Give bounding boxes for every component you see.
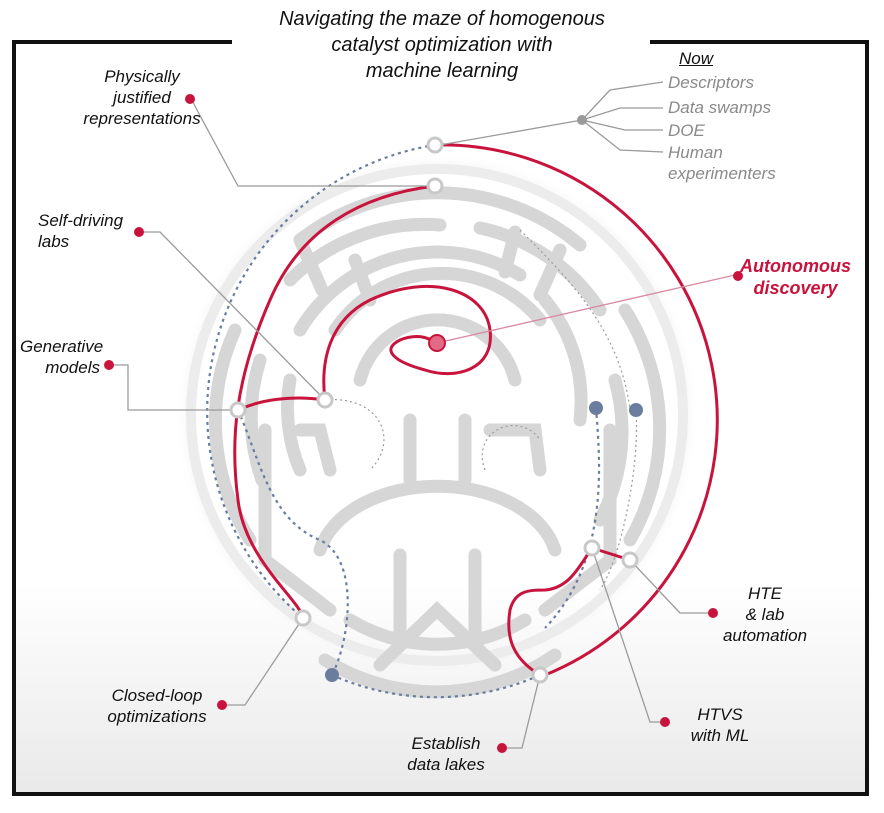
now-heading: Now	[679, 49, 714, 68]
label-line: representations	[83, 109, 201, 128]
dead-end-node-3	[325, 668, 339, 682]
bullet-closed-loop	[217, 700, 227, 710]
label-line: optimizations	[107, 707, 207, 726]
label-line: Generative	[20, 337, 104, 356]
label-line: Closed-loop	[111, 686, 203, 705]
dead-end-nodes	[325, 115, 643, 682]
bullet-generative	[104, 360, 114, 370]
label-generative-models: Generative models	[20, 336, 104, 378]
label-bullets	[104, 94, 743, 753]
label-line: automation	[722, 626, 808, 645]
diagram-title: Navigating the maze of homogenous cataly…	[232, 6, 652, 84]
bullet-goal	[733, 271, 743, 281]
dotted-paths	[206, 143, 601, 699]
maze	[155, 133, 719, 699]
title-line-3: machine learning	[365, 60, 519, 82]
label-physically-justified: Physically justified representations	[82, 66, 202, 129]
title-line-2: catalyst optimization with	[331, 34, 553, 56]
bullet-self-driving	[134, 227, 144, 237]
node-representations	[426, 177, 444, 195]
goal-label: Autonomous discovery	[740, 255, 851, 299]
now-item-data-swamps: Data swamps	[668, 98, 771, 117]
node-hte	[621, 551, 639, 569]
label-closed-loop: Closed-loop optimizations	[96, 685, 218, 727]
label-line: models	[45, 358, 100, 377]
goal-line-2: discovery	[753, 278, 838, 298]
node-closed-loop	[294, 609, 312, 627]
frame	[12, 40, 869, 796]
label-line: justified	[113, 88, 171, 107]
label-line: Establish	[411, 734, 481, 753]
goal-node	[428, 334, 446, 352]
now-item-descriptors: Descriptors	[668, 73, 754, 92]
bullet-htvs	[660, 717, 670, 727]
dead-end-node-1	[589, 401, 603, 415]
label-htvs: HTVS with ML	[680, 704, 760, 746]
goal-line-1: Autonomous	[740, 256, 851, 276]
label-line: HTVS	[697, 705, 743, 724]
goal-leader-line	[436, 274, 736, 344]
node-htvs	[583, 539, 601, 557]
label-line: Physically	[104, 67, 180, 86]
label-self-driving-labs: Self-driving labs	[38, 210, 123, 252]
title-line-1: Navigating the maze of homogenous	[279, 8, 605, 30]
label-line: data lakes	[407, 755, 485, 774]
path-nodes	[229, 136, 639, 684]
label-data-lakes: Establish data lakes	[396, 733, 496, 775]
node-data-lakes	[531, 666, 549, 684]
bullet-data-lakes	[497, 743, 507, 753]
label-line: Self-driving	[38, 211, 124, 230]
label-line: with ML	[690, 726, 750, 745]
label-hte: HTE & lab automation	[720, 583, 810, 646]
bullet-representations	[185, 94, 195, 104]
label-line: labs	[38, 232, 70, 251]
dead-end-node-2	[629, 403, 643, 417]
now-item-doe: DOE	[668, 121, 705, 140]
now-junction-dot	[577, 115, 587, 125]
faint-dotted-paths	[324, 229, 638, 591]
node-now	[426, 136, 444, 154]
node-generative	[229, 401, 247, 419]
now-item-human: Human	[668, 143, 723, 162]
bullet-hte	[708, 608, 718, 618]
label-line: & lab	[745, 605, 785, 624]
label-line: HTE	[748, 584, 782, 603]
now-item-experimenters: experimenters	[668, 164, 776, 183]
node-self-driving	[316, 391, 334, 409]
